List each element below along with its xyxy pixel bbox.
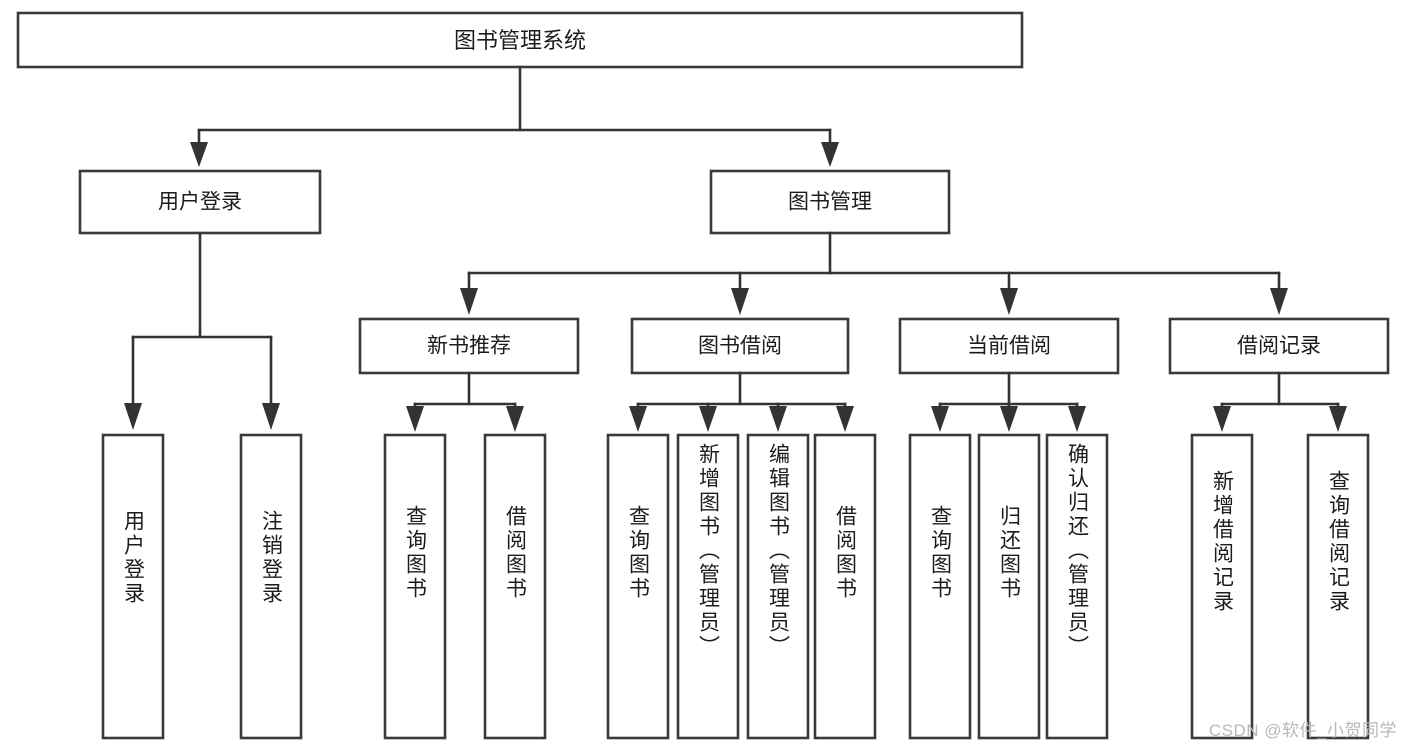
arrowhead-user-login-leaf-2 bbox=[262, 403, 280, 430]
arrowhead-current-borrow-leaf-1 bbox=[931, 406, 949, 432]
node-new-book-box[interactable] bbox=[358, 317, 580, 375]
arrowhead-new-book-leaf-1 bbox=[406, 406, 424, 432]
node-book-borrow-label: 图书借阅 bbox=[698, 335, 782, 358]
arrowhead-user-login-leaf-1 bbox=[124, 403, 142, 430]
node-user-login-label: 用户登录 bbox=[158, 191, 242, 214]
leaf-box-current-borrow-1[interactable] bbox=[908, 433, 972, 740]
node-book-mgmt-label: 图书管理 bbox=[788, 191, 872, 214]
leaf-box-book-borrow-3[interactable] bbox=[746, 433, 810, 740]
node-book-mgmt-box[interactable] bbox=[709, 169, 951, 235]
node-current-borrow-box[interactable] bbox=[898, 317, 1120, 375]
arrowhead-book-mgmt-to-new-book bbox=[460, 288, 478, 315]
arrowhead-book-mgmt-to-record bbox=[1270, 288, 1288, 315]
arrowhead-root-to-book-mgmt bbox=[821, 142, 839, 167]
leaf-box-user-login-1[interactable] bbox=[101, 433, 165, 740]
node-book-borrow-box[interactable] bbox=[630, 317, 850, 375]
leaf-box-book-borrow-2[interactable] bbox=[676, 433, 740, 740]
arrowhead-book-borrow-leaf-4 bbox=[836, 406, 854, 432]
arrowhead-book-borrow-leaf-3 bbox=[769, 406, 787, 432]
node-root-box[interactable] bbox=[16, 11, 1024, 69]
node-borrow-record-label: 借阅记录 bbox=[1237, 335, 1321, 358]
arrowhead-book-borrow-leaf-2 bbox=[699, 406, 717, 432]
arrowhead-new-book-leaf-2 bbox=[506, 406, 524, 432]
arrowhead-borrow-record-leaf-2 bbox=[1329, 406, 1347, 432]
leaf-box-borrow-record-1[interactable] bbox=[1190, 433, 1254, 740]
leaf-box-book-borrow-4[interactable] bbox=[813, 433, 877, 740]
leaf-box-borrow-record-2[interactable] bbox=[1306, 433, 1370, 740]
leaf-box-book-borrow-1[interactable] bbox=[606, 433, 670, 740]
arrowhead-borrow-record-leaf-1 bbox=[1213, 406, 1231, 432]
node-root-label: 图书管理系统 bbox=[454, 28, 586, 53]
leaf-box-user-login-2[interactable] bbox=[239, 433, 303, 740]
arrowhead-book-mgmt-to-borrow bbox=[731, 288, 749, 315]
arrowhead-current-borrow-leaf-3 bbox=[1068, 406, 1086, 432]
arrowhead-current-borrow-leaf-2 bbox=[1000, 406, 1018, 432]
node-current-borrow-label: 当前借阅 bbox=[967, 335, 1051, 358]
node-borrow-record-box[interactable] bbox=[1168, 317, 1390, 375]
arrowhead-book-mgmt-to-current bbox=[1000, 288, 1018, 315]
watermark-text: CSDN @软件_小贺同学 bbox=[1208, 721, 1397, 740]
leaf-box-current-borrow-3[interactable] bbox=[1045, 433, 1109, 740]
node-new-book-label: 新书推荐 bbox=[427, 335, 511, 358]
leaf-box-new-book-1[interactable] bbox=[383, 433, 447, 740]
arrowhead-root-to-user-login bbox=[190, 142, 208, 167]
arrowhead-book-borrow-leaf-1 bbox=[629, 406, 647, 432]
leaf-box-current-borrow-2[interactable] bbox=[977, 433, 1041, 740]
leaf-box-new-book-2[interactable] bbox=[483, 433, 547, 740]
